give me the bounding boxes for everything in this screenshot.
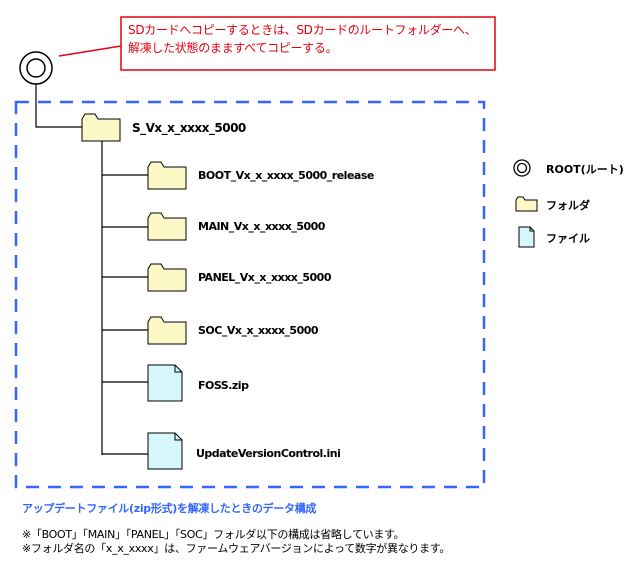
legend-root-icon xyxy=(513,159,531,177)
legend-folder-icon xyxy=(515,196,538,212)
folder-icon xyxy=(81,113,121,142)
callout-text: SDカードへコピーするときは、SDカードのルートフォルダーへ、 解凍した状態のま… xyxy=(128,21,493,57)
note-1: ※「BOOT」「MAIN」「PANEL」「SOC」フォルダ以下の構成は省略してい… xyxy=(22,528,405,541)
note-2: ※フォルダ名の「x_x_xxxx」は、ファームウェアバージョンによって数字が異な… xyxy=(22,542,451,555)
callout-line-1: SDカードへコピーするときは、SDカードのルートフォルダーへ、 xyxy=(128,23,477,37)
folder-icon xyxy=(147,161,187,190)
folder-label-soc: SOC_Vx_x_xxxx_5000 xyxy=(198,324,319,337)
file-label-update-ini: UpdateVersionControl.ini xyxy=(196,447,341,460)
folder-icon xyxy=(147,263,187,292)
callout-pointer xyxy=(58,45,122,57)
callout-box xyxy=(120,16,496,71)
diagram-caption: アップデートファイル(zip形式)を解凍したときのデータ構成 xyxy=(22,502,317,515)
file-icon xyxy=(147,432,183,470)
folder-icon xyxy=(147,212,187,241)
legend-root-label: ROOT(ルート) xyxy=(546,163,624,176)
legend-file-label: ファイル xyxy=(546,232,590,245)
package-boundary xyxy=(14,100,486,489)
folder-label-boot: BOOT_Vx_x_xxxx_5000_release xyxy=(198,169,374,182)
root-icon xyxy=(19,51,53,85)
folder-label-panel: PANEL_Vx_x_xxxx_5000 xyxy=(198,271,332,284)
file-label-foss: FOSS.zip xyxy=(198,379,249,392)
root-folder-label: S_Vx_x_xxxx_5000 xyxy=(132,121,246,135)
tree-connectors xyxy=(35,84,148,455)
callout-line-2: 解凍した状態のまますべてコピーする。 xyxy=(128,41,338,55)
legend-folder-label: フォルダ xyxy=(546,199,590,212)
legend-file-icon xyxy=(518,226,535,248)
folder-label-main: MAIN_Vx_x_xxxx_5000 xyxy=(198,220,325,233)
folder-icon xyxy=(147,316,187,345)
file-icon xyxy=(147,364,183,402)
